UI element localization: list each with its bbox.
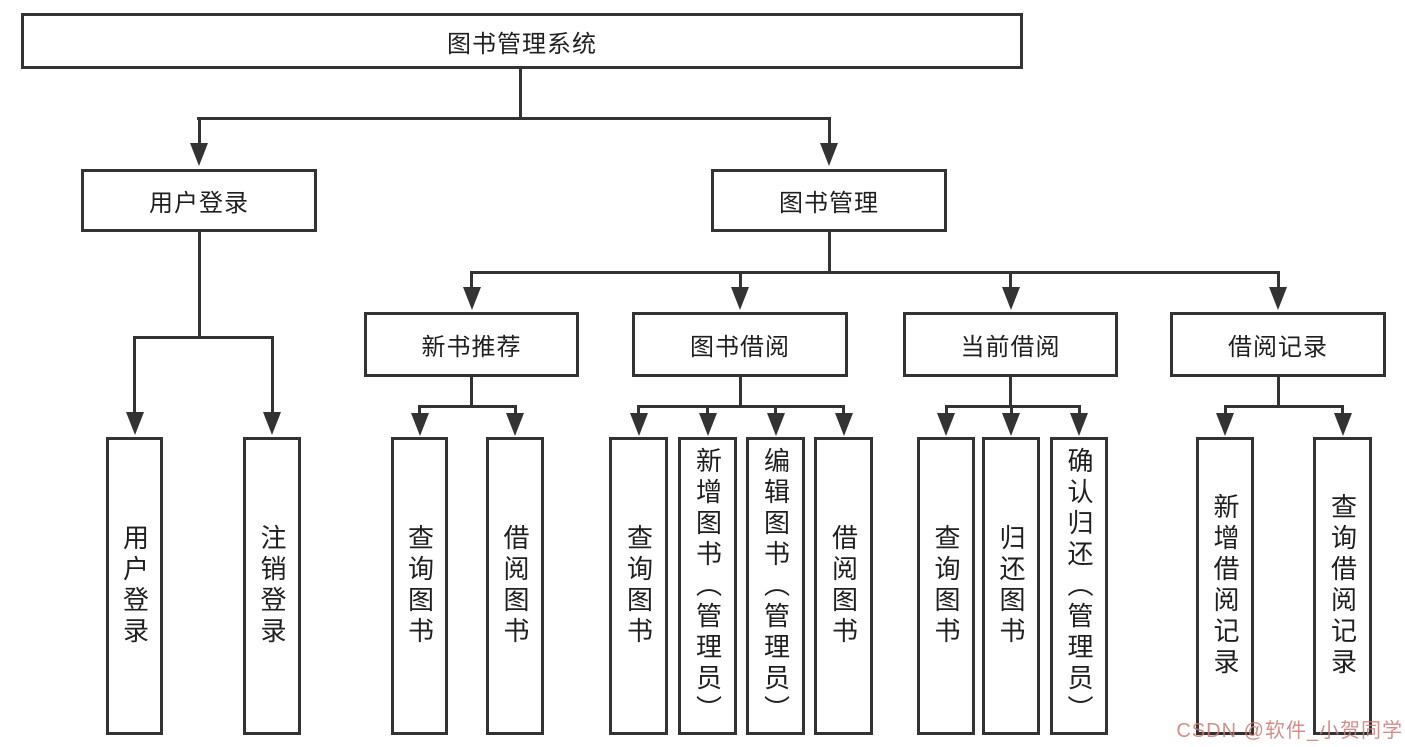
connector-user-login-split (133, 336, 274, 339)
leaf-borrow-books-recommend: 借阅图书 (486, 437, 544, 735)
node-label: 归还图书 (996, 524, 1026, 648)
arrow-down-icon (731, 271, 749, 310)
arrow-down-icon (263, 336, 281, 435)
arrow-down-icon (1002, 405, 1020, 436)
connector-root-stem (519, 69, 522, 120)
arrow-down-icon (190, 117, 208, 166)
arrow-down-icon (410, 405, 429, 436)
node-label: 查询图书 (623, 524, 654, 648)
connector-new-book-split (418, 405, 517, 408)
node-user-login: 用户登录 (81, 169, 317, 232)
leaf-user-login: 用户登录 (106, 437, 163, 735)
arrow-down-icon (834, 405, 853, 436)
leaf-query-books-borrowing: 查询图书 (609, 437, 668, 735)
node-label: 查询图书 (404, 524, 435, 648)
arrow-down-icon (1216, 405, 1234, 436)
connector-new-book-stem (470, 377, 473, 408)
node-label: 查询图书 (931, 524, 961, 648)
leaf-edit-books-admin: 编辑图书（管理员） (746, 437, 805, 735)
arrow-down-icon (506, 405, 524, 436)
arrow-down-icon (629, 405, 648, 436)
arrow-down-icon (1333, 405, 1352, 436)
node-label: 借阅图书 (828, 524, 859, 648)
arrow-down-icon (698, 405, 717, 436)
leaf-logout: 注销登录 (243, 437, 301, 735)
leaf-query-books-current: 查询图书 (917, 437, 975, 735)
arrow-down-icon (1070, 405, 1088, 436)
node-label: 新增借阅记录 (1210, 493, 1240, 679)
node-label: 查询借阅记录 (1327, 493, 1358, 679)
node-book-management: 图书管理 (711, 169, 947, 232)
node-label: 编辑图书（管理员） (760, 446, 791, 726)
arrow-down-icon (1269, 271, 1287, 310)
leaf-add-books-admin: 新增图书（管理员） (678, 437, 737, 735)
connector-borrowing-records-stem (1276, 377, 1280, 408)
node-label: 新书推荐 (421, 334, 522, 361)
connector-book-management-split (470, 271, 1278, 274)
csdn-watermark: CSDN @软件_小贺同学 (1176, 720, 1403, 742)
node-label: 新增图书（管理员） (692, 446, 723, 726)
arrow-down-icon (1001, 271, 1020, 310)
arrow-down-icon (125, 336, 144, 435)
node-current-borrowing: 当前借阅 (903, 312, 1118, 377)
connector-book-management-stem (827, 232, 831, 274)
arrow-down-icon (937, 405, 955, 436)
node-label: 借阅图书 (500, 524, 530, 648)
arrow-down-icon (462, 271, 481, 310)
leaf-borrow-books: 借阅图书 (814, 437, 873, 735)
node-new-book-recommend: 新书推荐 (364, 312, 579, 377)
leaf-query-books-recommend: 查询图书 (391, 437, 448, 735)
node-label: 用户登录 (119, 524, 150, 648)
node-library-management-system: 图书管理系统 (21, 13, 1023, 69)
connector-root-split (197, 117, 831, 120)
connector-user-login-stem (197, 232, 201, 339)
node-book-borrowing: 图书借阅 (632, 312, 848, 377)
connector-borrowing-records-split (1223, 405, 1343, 408)
connector-current-borrowing-split (944, 405, 1081, 408)
node-label: 用户登录 (149, 190, 249, 217)
connector-current-borrowing-stem (1009, 377, 1012, 408)
arrow-down-icon (820, 117, 838, 166)
connector-book-borrowing-stem (738, 377, 742, 408)
node-label: 借阅记录 (1228, 334, 1328, 361)
node-label: 图书管理 (779, 190, 879, 217)
node-label: 图书借阅 (690, 334, 790, 361)
node-label: 注销登录 (257, 524, 287, 648)
node-borrowing-records: 借阅记录 (1170, 312, 1386, 377)
arrow-down-icon (766, 405, 785, 436)
node-label: 确认归还（管理员） (1064, 446, 1094, 726)
node-label: 当前借阅 (960, 334, 1061, 361)
connector-book-borrowing-split (637, 405, 845, 408)
leaf-add-borrow-record: 新增借阅记录 (1196, 437, 1254, 735)
leaf-confirm-return-admin: 确认归还（管理员） (1050, 437, 1108, 735)
leaf-query-borrow-record: 查询借阅记录 (1313, 437, 1372, 735)
node-label: 图书管理系统 (447, 30, 597, 58)
leaf-return-books: 归还图书 (982, 437, 1040, 735)
